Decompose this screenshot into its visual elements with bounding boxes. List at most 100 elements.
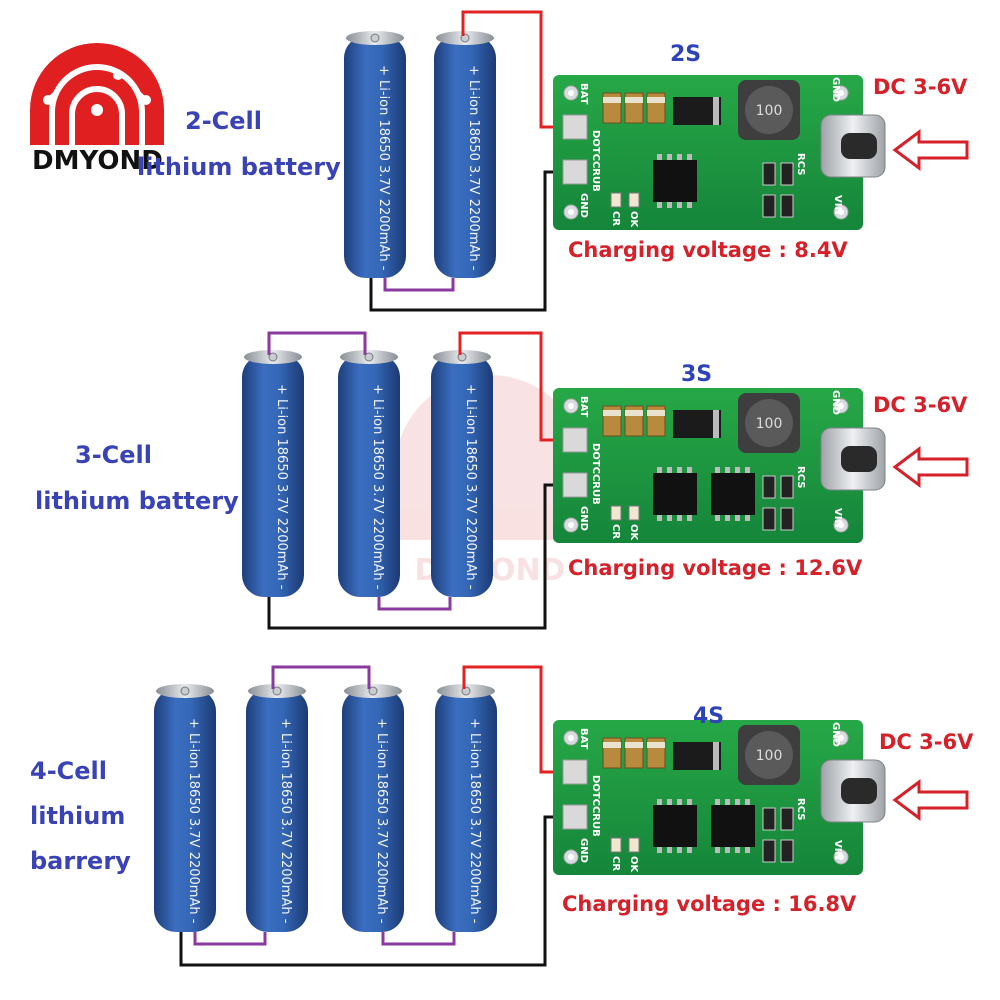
ic-pin <box>687 515 692 521</box>
battery-body <box>434 36 496 278</box>
ic-pin <box>657 154 662 160</box>
ic-pin <box>667 515 672 521</box>
inductor-code: 100 <box>756 416 783 432</box>
ic-pin <box>715 847 720 853</box>
diode-band <box>713 410 719 438</box>
diode-band <box>713 97 719 125</box>
hole-center <box>568 522 574 528</box>
diode-band <box>713 742 719 770</box>
ic-pin <box>687 799 692 805</box>
pad-label-cr: CR <box>610 524 621 539</box>
section-3s-charging-voltage: Charging voltage : 12.6V <box>568 556 863 580</box>
logo-text: DMYOND <box>32 146 163 176</box>
pad-label-vin: VIN <box>832 195 843 215</box>
ic-chip <box>711 473 755 515</box>
capacitor-band <box>625 742 643 748</box>
ic-pin <box>725 467 730 473</box>
series-link-wire <box>193 932 267 946</box>
resistor <box>780 162 794 186</box>
ic-chip <box>653 805 697 847</box>
battery-terminal <box>370 33 380 43</box>
section-2s-input: DC 3-6V <box>873 75 968 99</box>
pad-label-dotccrub: DOTCCRUB <box>590 443 601 505</box>
battery-body <box>154 689 216 932</box>
battery-cell: + Li-ion 18650 3.7V 2200mAh - <box>344 31 406 278</box>
ic-pin <box>657 467 662 473</box>
input-arrow-icon <box>892 129 969 171</box>
battery-terminal <box>368 686 378 696</box>
series-link-wire <box>271 665 371 689</box>
section-3s-config: 3S <box>681 362 713 387</box>
hole-center <box>568 735 574 741</box>
ic-pin <box>725 847 730 853</box>
battery-terminal <box>268 352 278 362</box>
gnd-terminal <box>562 804 588 830</box>
ic-pin <box>667 154 672 160</box>
ic-pin <box>657 847 662 853</box>
input-arrow-icon <box>892 779 969 821</box>
battery-label: + Li-ion 18650 3.7V 2200mAh - <box>370 384 385 590</box>
ic-pin <box>677 847 682 853</box>
led-cr <box>610 505 622 521</box>
section-3s: + Li-ion 18650 3.7V 2200mAh - + Li-ion 18… <box>242 331 969 630</box>
ic-pin <box>715 799 720 805</box>
battery-label: + Li-ion 18650 3.7V 2200mAh - <box>466 65 481 271</box>
battery-cell: + Li-ion 18650 3.7V 2200mAh - <box>338 350 400 597</box>
led-cr <box>610 837 622 853</box>
battery-body <box>242 355 304 597</box>
ic-pin <box>677 202 682 208</box>
gnd-terminal <box>562 159 588 185</box>
pad-label-vin: VIN <box>832 840 843 860</box>
ic-pin <box>745 799 750 805</box>
capacitor-band <box>647 410 665 416</box>
section-2s-charging-voltage: Charging voltage : 8.4V <box>568 238 848 262</box>
capacitor-band <box>603 410 621 416</box>
pad-label-ok: OK <box>628 524 639 542</box>
battery-label: + Li-ion 18650 3.7V 2200mAh - <box>463 384 478 590</box>
battery-cell: + Li-ion 18650 3.7V 2200mAh - <box>246 684 308 932</box>
ic-pin <box>745 847 750 853</box>
ic-pin <box>687 202 692 208</box>
section-4s-cells-label-line3: barrery <box>30 847 131 875</box>
usb-c-opening <box>841 133 877 159</box>
section-2s: + Li-ion 18650 3.7V 2200mAh - + Li-ion 18… <box>344 10 969 312</box>
hole-center <box>838 522 844 528</box>
input-arrow-icon <box>892 446 969 488</box>
hole-center <box>568 209 574 215</box>
pad-label-rcs: RCS <box>795 466 806 488</box>
section-4s-config: 4S <box>693 704 725 729</box>
battery-terminal <box>180 686 190 696</box>
section-3s-input: DC 3-6V <box>873 393 968 417</box>
pad-label-cr: CR <box>610 211 621 226</box>
battery-body <box>435 689 497 932</box>
pad-label-bat: BAT <box>578 728 589 750</box>
pad-label-gnd: GND <box>578 838 589 863</box>
ic-pin <box>687 467 692 473</box>
hole-center <box>838 209 844 215</box>
battery-cell: + Li-ion 18650 3.7V 2200mAh - <box>434 31 496 278</box>
pad-label-dotccrub: DOTCCRUB <box>590 130 601 192</box>
pad-label-bat: BAT <box>578 396 589 418</box>
pad-label-rcs: RCS <box>795 153 806 175</box>
section-2s-config: 2S <box>670 42 702 67</box>
capacitor-band <box>625 410 643 416</box>
battery-label: + Li-ion 18650 3.7V 2200mAh - <box>274 384 289 590</box>
pad-label-bat: BAT <box>578 83 589 105</box>
pad-label-gnd-top: GND <box>830 722 841 747</box>
ic-pin <box>735 515 740 521</box>
resistor <box>780 807 794 831</box>
battery-cell: + Li-ion 18650 3.7V 2200mAh - <box>154 684 216 932</box>
ic-pin <box>677 799 682 805</box>
positive-wire <box>461 10 575 129</box>
capacitor-band <box>625 97 643 103</box>
ic-pin <box>687 847 692 853</box>
pad-label-gnd: GND <box>578 506 589 531</box>
ic-chip <box>653 473 697 515</box>
gnd-terminal <box>562 472 588 498</box>
series-link-wire <box>267 331 367 355</box>
capacitor-band <box>647 97 665 103</box>
series-link-wire <box>377 597 452 611</box>
battery-cell: + Li-ion 18650 3.7V 2200mAh - <box>242 350 304 597</box>
